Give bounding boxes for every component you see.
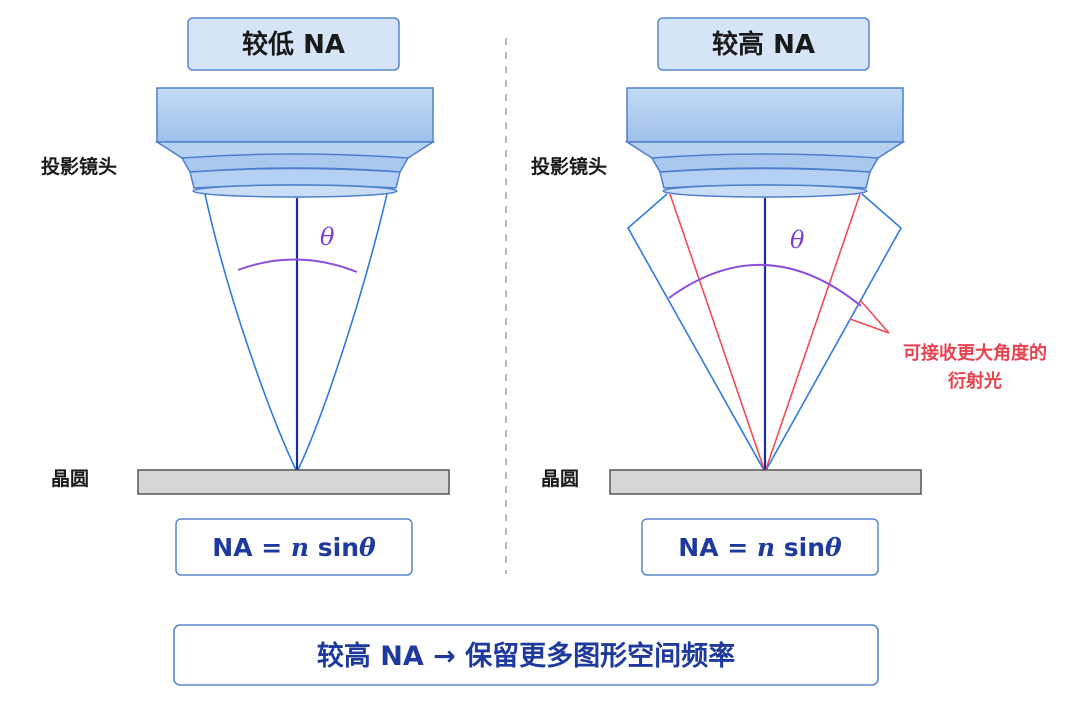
left-formula-n: n [291, 533, 309, 562]
right-formula-n: n [757, 533, 775, 562]
left-wafer-label: 晶圆 [51, 468, 89, 490]
right-title-box [657, 17, 870, 71]
left-formula-box [175, 518, 413, 576]
left-angle-arc [237, 258, 358, 273]
right-na-formula: NA = n sinθ [678, 533, 842, 562]
left-formula-prefix: NA = [212, 533, 291, 562]
left-formula-sin: sin [309, 533, 359, 562]
right-lens-label: 投影镜头 [531, 155, 607, 178]
bottom-banner-box [173, 624, 879, 686]
right-formula-sin: sin [775, 533, 825, 562]
left-panel: 较低 NA 投影镜头 θ 晶圆 NA = n sinθ [41, 17, 450, 576]
right-angle-arc [668, 264, 862, 307]
left-na-formula: NA = n sinθ [212, 533, 376, 562]
right-wafer-label: 晶圆 [541, 468, 579, 490]
right-theta-symbol: θ [790, 226, 805, 254]
right-formula-theta: θ [825, 533, 842, 562]
annotation-line-1: 可接收更大角度的 [903, 342, 1047, 364]
right-formula-prefix: NA = [678, 533, 757, 562]
right-projection-lens [624, 87, 906, 198]
right-diffraction-ray-right [764, 193, 861, 473]
bottom-banner-text: 较高 NA → 保留更多图形空间频率 [317, 640, 735, 672]
left-lens-label: 投影镜头 [41, 155, 117, 178]
left-formula-theta: θ [359, 533, 376, 562]
right-diffraction-ray-left [669, 193, 766, 473]
annotation-pointer [849, 299, 890, 334]
right-panel-title: 较高 NA [712, 29, 815, 60]
left-panel-title: 较低 NA [242, 29, 345, 60]
left-projection-lens [154, 87, 436, 198]
annotation-line-2: 衍射光 [948, 370, 1002, 392]
left-title-box [187, 17, 400, 71]
left-theta-symbol: θ [320, 223, 335, 251]
right-wafer [609, 469, 922, 495]
right-formula-box [641, 518, 879, 576]
right-panel: 较高 NA 投影镜头 θ 可接收更大角度的 衍射光 晶圆 NA = n sinθ [531, 17, 1047, 576]
left-wafer [137, 469, 450, 495]
